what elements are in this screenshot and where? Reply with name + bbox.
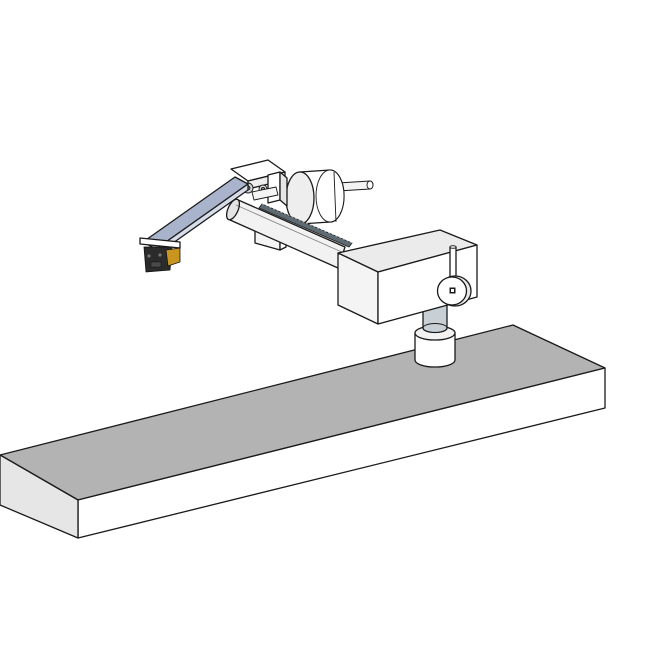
platform-left-face [0,454,79,539]
tilt-lever[interactable] [449,245,457,281]
headshell-bracket [230,159,288,207]
main-tube-end [225,198,241,221]
platform [0,324,606,539]
cartridge-stylus-block [165,247,181,267]
cartridge [139,237,181,273]
main-tube-assembly [225,198,353,269]
column-collar [414,332,456,368]
column-assembly [414,299,456,368]
counterweight-assembly [285,169,374,225]
dial-knob[interactable] [436,275,472,307]
